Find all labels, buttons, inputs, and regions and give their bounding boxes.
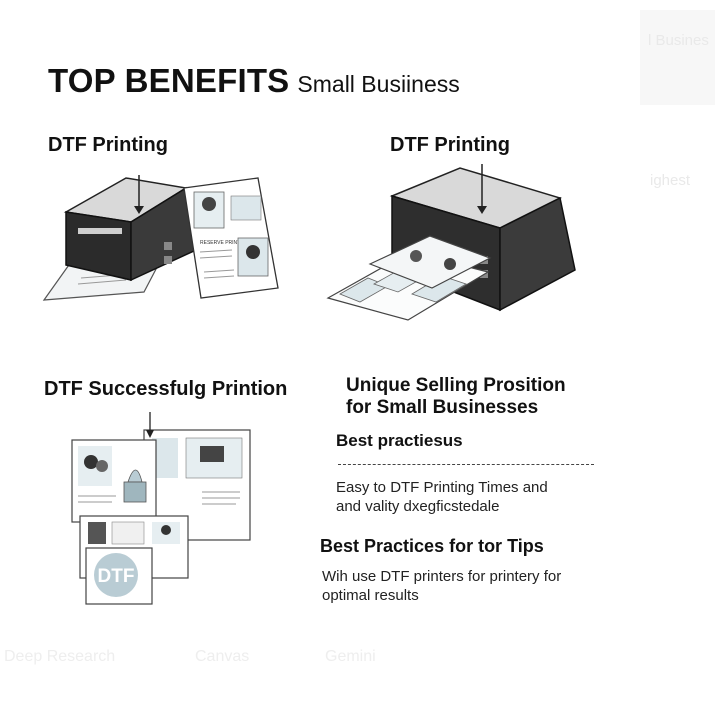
- printer-icon: [63, 175, 197, 282]
- usp-heading: Unique Selling Prosition for Small Busin…: [346, 375, 566, 418]
- usp-text: Easy to DTF Printing Times and and valit…: [336, 479, 548, 515]
- ghost-bottom-item-3: Gemini: [325, 648, 376, 665]
- collage-illustration: DTF: [71, 412, 251, 605]
- title-main: TOP BENEFITS: [48, 62, 290, 99]
- tips-heading: Best Practices for tor Tips: [320, 536, 544, 556]
- printed-sheet-right: RESERVE PRINTING: [183, 177, 279, 299]
- title-sub: Small Busiiness: [297, 71, 460, 97]
- right-printer-heading: DTF Printing: [390, 134, 510, 156]
- sheet-tiny-caption: RESERVE PRINTING: [200, 240, 249, 246]
- ghost-text-mid-right: ighest: [650, 172, 691, 189]
- dtf-logo-text: DTF: [98, 566, 135, 587]
- ghost-panel: [640, 10, 715, 105]
- tips-text: Wih use DTF printers for printery for op…: [322, 568, 562, 604]
- collage-heading: DTF Successfulg Printion: [44, 378, 288, 400]
- left-printer-heading: DTF Printing: [48, 134, 168, 156]
- ghost-bottom-item-2: Canvas: [195, 648, 250, 665]
- ghost-text-top-right: l Busines: [648, 32, 709, 49]
- usp-divider: [338, 464, 594, 465]
- page-title: TOP BENEFITS Small Busiiness: [48, 62, 460, 100]
- ghost-bottom-item-1: Deep Research: [4, 648, 116, 665]
- usp-subheading: Best practiesus: [336, 431, 463, 450]
- output-prints: [326, 235, 492, 321]
- left-printer-illustration: RESERVE PRINTING: [42, 175, 279, 301]
- right-printer-illustration: [326, 164, 576, 321]
